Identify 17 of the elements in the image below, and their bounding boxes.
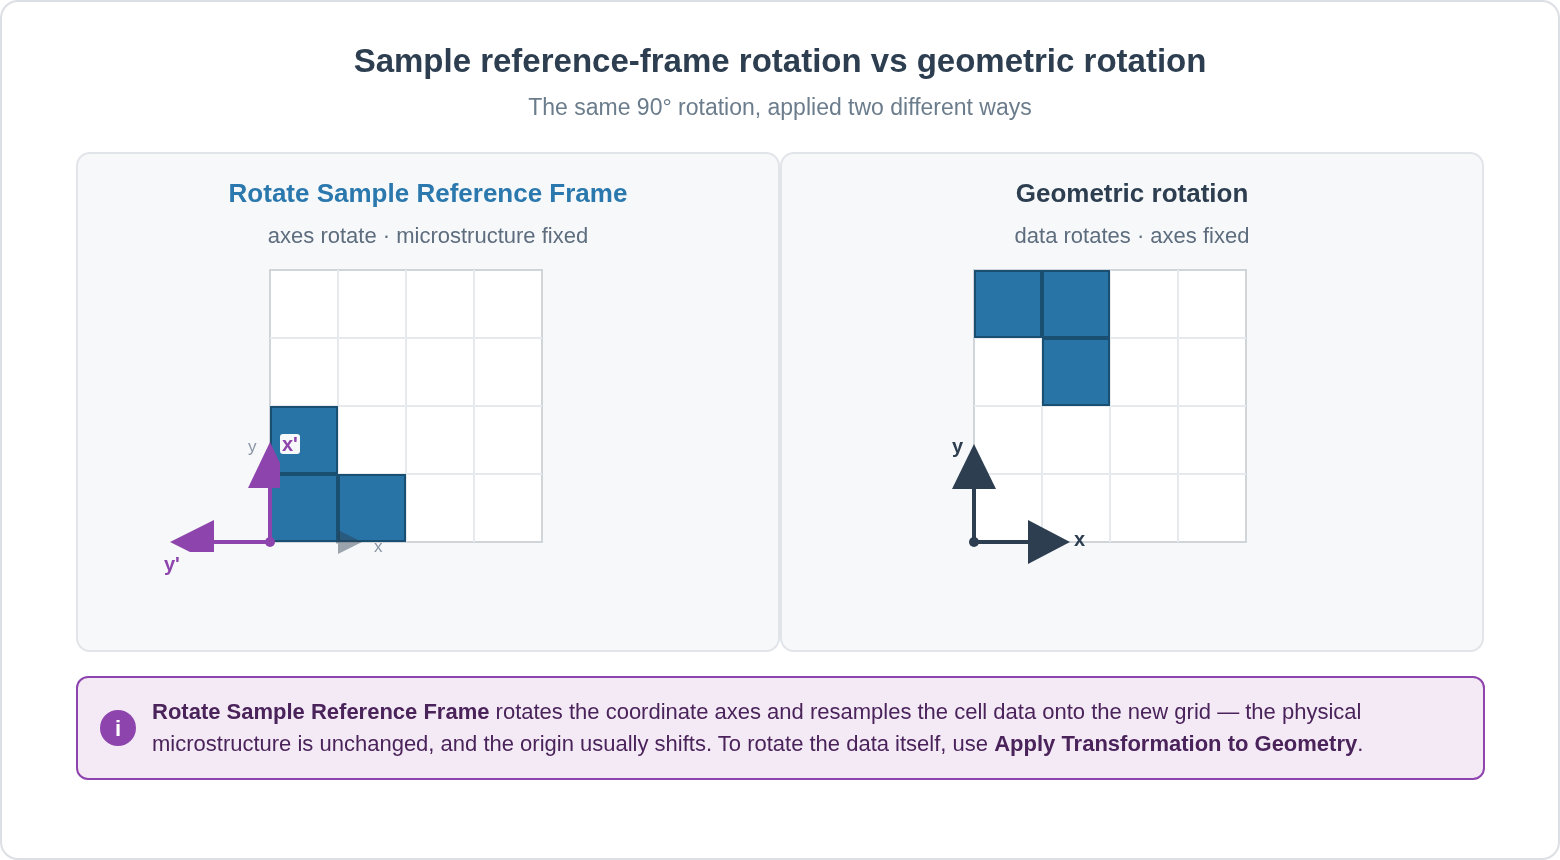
subtitle: The same 90° rotation, applied two different ways — [527, 93, 1033, 122]
panel — [780, 152, 1484, 652]
note-box — [76, 676, 1485, 780]
panel — [76, 152, 780, 652]
info-icon: i — [100, 710, 136, 746]
axis-label: x — [374, 538, 383, 555]
axis-label: y' — [164, 554, 180, 574]
panel-subheading: axes rotate · microstructure fixed — [267, 222, 589, 250]
axis-label: y — [952, 436, 964, 456]
panel-heading: Geometric rotation — [1015, 177, 1249, 210]
panel-heading: Rotate Sample Reference Frame — [228, 177, 628, 210]
axis-label: x' — [280, 434, 300, 454]
note-text: Rotate Sample Reference Frame rotates the coordinate axes and resamples the cell data onto the new grid — the physical microstructure is unchanged, and the origin usually shifts. To rotate the data itself, use Apply Transformation to Geometry. — [152, 698, 1365, 758]
title: Sample reference-frame rotation vs geometric rotation — [352, 41, 1208, 81]
panel-subheading: data rotates · axes fixed — [1014, 222, 1250, 250]
axis-label: y — [248, 438, 257, 455]
axis-label: x — [1074, 529, 1086, 549]
